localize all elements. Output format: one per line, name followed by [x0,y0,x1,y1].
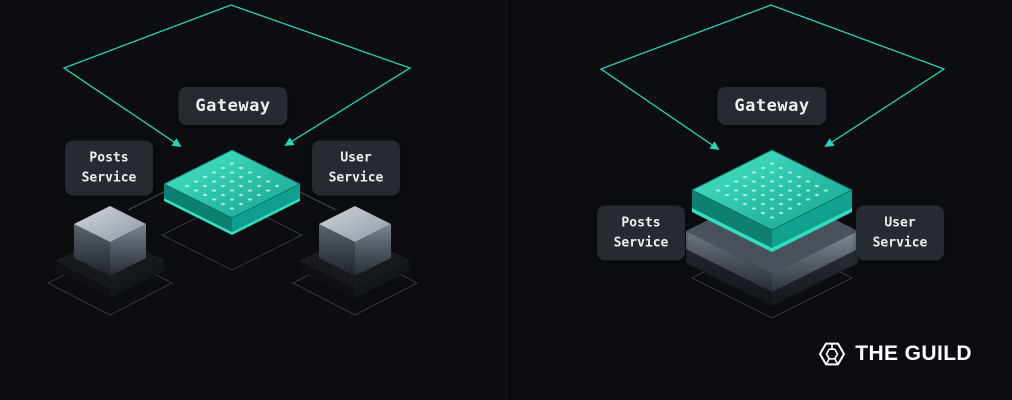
gateway-request-arrow-left [599,4,772,151]
user-cube-right-face [355,224,391,276]
gateway-platform-left-face [164,184,232,232]
posts-cube-left-face [74,224,110,276]
the-guild-logo: THE GUILD [818,340,972,368]
gateway-platform [690,149,854,252]
gateway-platform-dot-grid [182,161,282,211]
gateway-platform [162,149,302,235]
posts-cube-right-face [110,224,146,276]
user-cube-top-face [319,206,391,242]
base-slab-right-face [355,261,409,298]
unified-service-slab-lower [686,249,858,306]
base-slab-left-face [301,261,355,298]
right-user-service-label: User Service [856,205,944,261]
logo-text: THE GUILD [855,342,972,365]
gateway-request-arrow-right [770,4,946,147]
upper-slab-left-face [686,231,772,292]
gateway-platform-edge-glow [772,208,852,252]
user-service-stack [299,206,411,298]
panel-divider [506,0,507,400]
left-diagram-art [46,4,419,316]
left-user-service-label: User Service [312,140,400,196]
gateway-platform-edge-glow [692,208,772,252]
gateway-request-arrow-left [62,4,232,148]
gateway-request-arrow-right [230,4,412,146]
gateway-platform-right-face [772,190,852,248]
gateway-platform-dot-grid [710,162,834,224]
gateway-platform-left-face [692,190,772,248]
lower-slab-left-face [686,249,772,306]
base-slab-right-face [110,261,164,298]
left-gateway-label: Gateway [178,87,288,125]
posts-service-stack [54,206,166,298]
right-diagram-art [599,4,946,319]
upper-slab-right-face [772,231,858,292]
left-posts-service-label: Posts Service [65,140,153,196]
guild-hexagon-logo-icon [819,342,846,366]
user-cube-left-face [319,224,355,276]
posts-cube-top-face [74,206,146,242]
right-gateway-label: Gateway [717,87,827,125]
connector-line [127,191,165,211]
gateway-platform-edge-glow [164,198,232,235]
right-posts-service-label: Posts Service [597,205,685,261]
gateway-platform-edge-glow [232,198,300,235]
connector-line [299,191,337,211]
gateway-platform-right-face [232,184,300,232]
wireframe-diamond [160,199,304,271]
base-slab-left-face [56,261,110,298]
lower-slab-right-face [772,249,858,306]
